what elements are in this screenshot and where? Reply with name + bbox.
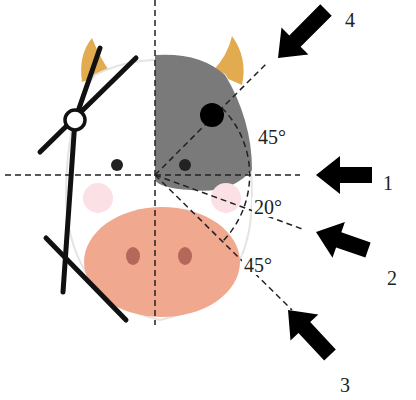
force-arrows — [278, 4, 372, 360]
angle-label: 45° — [256, 127, 288, 147]
callout-number: 3 — [338, 375, 352, 395]
eye — [179, 159, 191, 171]
angle-label: 20° — [252, 197, 284, 217]
nostril — [178, 247, 192, 265]
callout-number: 1 — [381, 173, 395, 193]
cheek — [211, 183, 241, 213]
eye — [111, 159, 123, 171]
device-lines — [40, 48, 136, 320]
callout-number: 4 — [343, 10, 357, 30]
pivot — [65, 110, 85, 130]
cheek — [83, 183, 113, 213]
angle-label: 45° — [242, 255, 274, 275]
force-arrow — [278, 4, 332, 58]
reference-lines — [5, 0, 305, 325]
force-arrow — [316, 156, 372, 194]
nostril — [126, 247, 140, 265]
callout-number: 2 — [385, 268, 399, 288]
force-arrow — [288, 310, 336, 361]
head-patch — [155, 55, 252, 191]
force-arrow — [316, 222, 371, 258]
point — [200, 103, 224, 127]
